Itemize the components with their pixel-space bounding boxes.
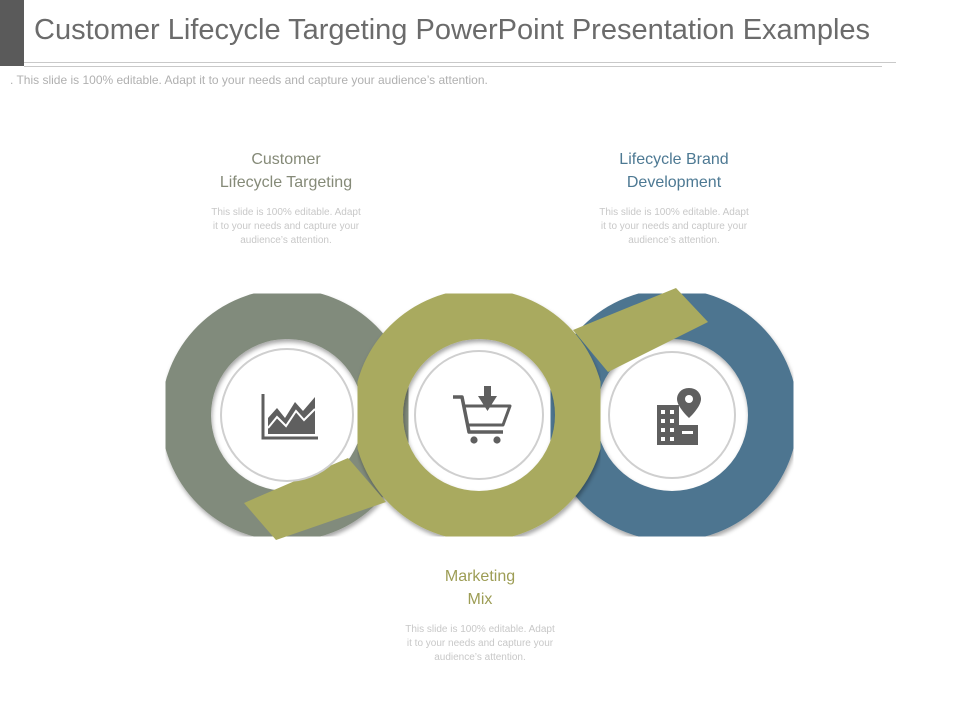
ring-arrow-head <box>573 288 708 372</box>
block-title-line: Mix <box>467 591 493 608</box>
inner-circle-center <box>414 350 544 480</box>
block-title: Customer Lifecycle Targeting <box>191 148 381 194</box>
block-title-line: Lifecycle Targeting <box>219 174 353 191</box>
shopping-cart-icon <box>453 386 512 444</box>
block-title: Marketing Mix <box>385 565 575 611</box>
rings <box>161 288 798 541</box>
block-title-line: Development <box>626 174 722 191</box>
building-location-icon <box>657 388 701 445</box>
title-divider-secondary <box>24 66 882 67</box>
block-description: This slide is 100% editable. Adapt it to… <box>211 207 361 246</box>
block-description: This slide is 100% editable. Adapt it to… <box>405 624 555 663</box>
block-title-line: Lifecycle Brand <box>619 151 729 168</box>
page-title: Customer Lifecycle Targeting PowerPoint … <box>34 14 871 46</box>
title-accent-bar <box>0 0 24 66</box>
area-chart-icon <box>261 394 318 440</box>
block-title-line: Customer <box>251 151 321 168</box>
ring-arrow-tail <box>244 458 386 540</box>
block-title: Lifecycle Brand Development <box>579 148 769 194</box>
ring-marketing-mix <box>353 289 605 541</box>
title-divider <box>24 62 896 63</box>
block-lifecycle-brand-development: Lifecycle Brand Development This slide i… <box>579 148 769 248</box>
block-title-line: Marketing <box>444 568 516 585</box>
block-marketing-mix: Marketing Mix This slide is 100% editabl… <box>385 565 575 665</box>
page-subtitle: . This slide is 100% editable. Adapt it … <box>10 73 488 87</box>
block-description: This slide is 100% editable. Adapt it to… <box>599 207 749 246</box>
block-customer-lifecycle-targeting: Customer Lifecycle Targeting This slide … <box>191 148 381 248</box>
